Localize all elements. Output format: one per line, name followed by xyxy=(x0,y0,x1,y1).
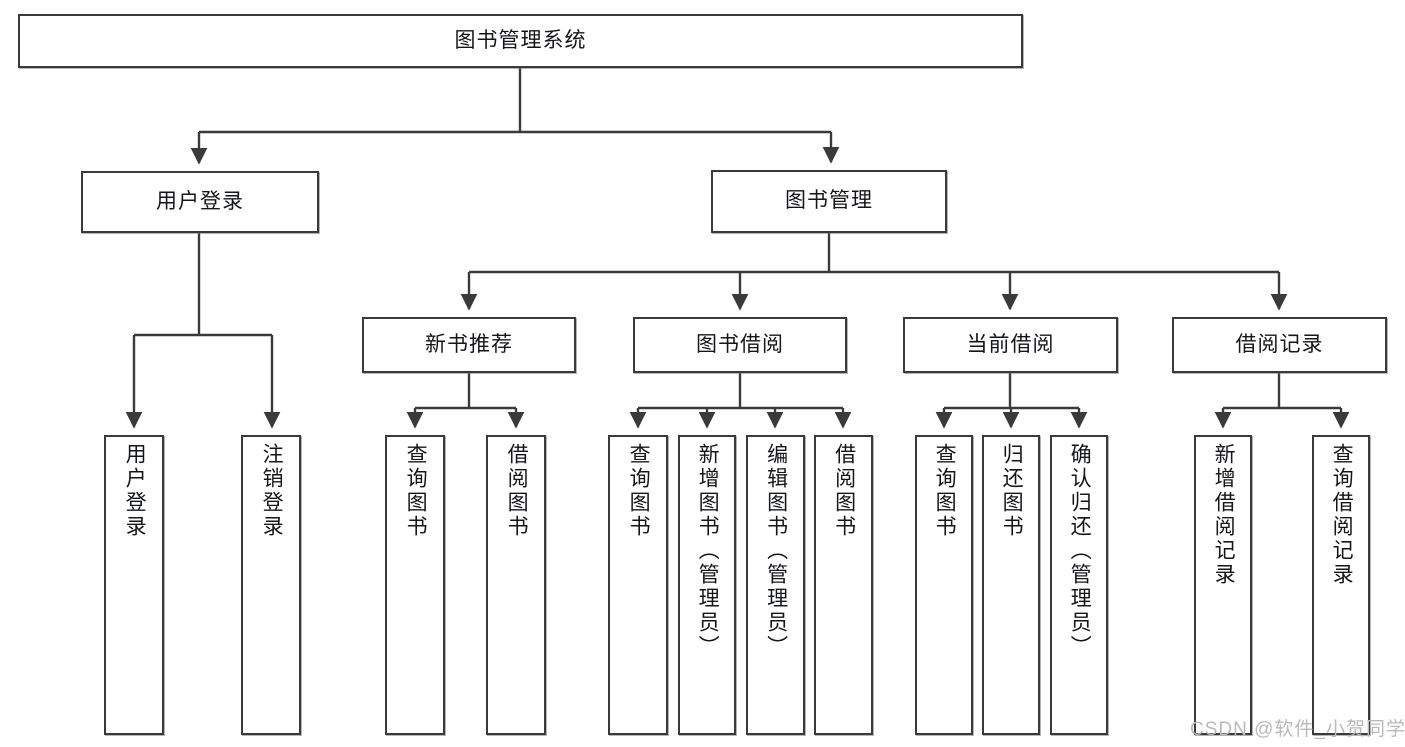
node-leaf-query-book-2-label: 查询图书 xyxy=(627,443,651,539)
node-new-book-rec[interactable]: 新书推荐 xyxy=(362,317,576,373)
watermark-csdn: CSDN @软件_小贺同学 xyxy=(1190,719,1405,740)
node-current-borrow-label: 当前借阅 xyxy=(966,332,1055,356)
node-book-manage[interactable]: 图书管理 xyxy=(711,170,947,233)
node-leaf-user-logout[interactable]: 注销登录 xyxy=(241,435,301,735)
node-leaf-borrow-book-2[interactable]: 借阅图书 xyxy=(814,435,873,735)
node-leaf-user-login-label: 用户登录 xyxy=(123,443,147,539)
node-leaf-query-record-label: 查询借阅记录 xyxy=(1330,443,1354,587)
node-user-login[interactable]: 用户登录 xyxy=(81,171,319,233)
node-leaf-borrow-book-1-label: 借阅图书 xyxy=(505,443,529,539)
node-user-login-label: 用户登录 xyxy=(156,189,244,213)
node-leaf-add-record[interactable]: 新增借阅记录 xyxy=(1194,435,1252,735)
node-book-borrow-label: 图书借阅 xyxy=(696,332,784,356)
node-leaf-query-book-1-label: 查询图书 xyxy=(404,443,428,539)
node-leaf-borrow-book-1[interactable]: 借阅图书 xyxy=(486,435,546,735)
node-leaf-user-login[interactable]: 用户登录 xyxy=(104,435,164,735)
node-book-borrow[interactable]: 图书借阅 xyxy=(633,317,847,373)
node-leaf-borrow-book-2-label: 借阅图书 xyxy=(832,443,856,539)
node-leaf-confirm-return[interactable]: 确认归还（管理员） xyxy=(1050,435,1108,735)
node-borrow-record-label: 借阅记录 xyxy=(1235,332,1324,356)
node-leaf-edit-book-label: 编辑图书（管理员） xyxy=(764,443,788,659)
node-leaf-return-book-label: 归还图书 xyxy=(1000,443,1024,539)
node-root[interactable]: 图书管理系统 xyxy=(18,14,1023,68)
node-leaf-user-logout-label: 注销登录 xyxy=(260,443,284,539)
node-leaf-add-book-label: 新增图书（管理员） xyxy=(696,443,720,659)
node-leaf-query-book-3[interactable]: 查询图书 xyxy=(915,435,973,735)
node-current-borrow[interactable]: 当前借阅 xyxy=(903,317,1118,373)
node-new-book-rec-label: 新书推荐 xyxy=(425,332,513,356)
node-leaf-edit-book[interactable]: 编辑图书（管理员） xyxy=(746,435,805,735)
node-leaf-query-book-3-label: 查询图书 xyxy=(933,443,957,539)
node-root-label: 图书管理系统 xyxy=(454,28,587,52)
node-leaf-confirm-return-label: 确认归还（管理员） xyxy=(1068,443,1092,659)
node-leaf-add-record-label: 新增借阅记录 xyxy=(1212,443,1236,587)
node-leaf-return-book[interactable]: 归还图书 xyxy=(982,435,1040,735)
node-leaf-add-book[interactable]: 新增图书（管理员） xyxy=(678,435,736,735)
node-leaf-query-book-2[interactable]: 查询图书 xyxy=(608,435,668,735)
node-leaf-query-record[interactable]: 查询借阅记录 xyxy=(1312,435,1370,735)
node-book-manage-label: 图书管理 xyxy=(785,189,873,213)
node-borrow-record[interactable]: 借阅记录 xyxy=(1172,317,1387,373)
node-leaf-query-book-1[interactable]: 查询图书 xyxy=(385,435,445,735)
